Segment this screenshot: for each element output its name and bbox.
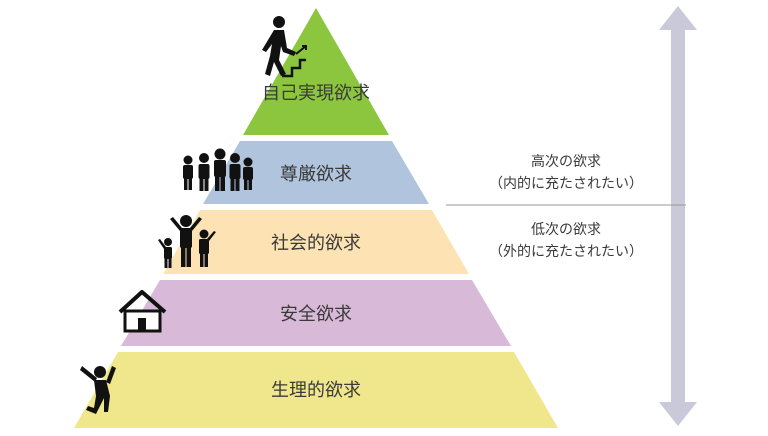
family-icon [158, 215, 216, 268]
higher-needs-title: 高次の欲求 [531, 154, 601, 170]
tier-label-physiological: 生理的欲求 [271, 380, 361, 401]
tier-label-self-actualization: 自己実現欲求 [262, 83, 370, 104]
tier-safety [121, 280, 511, 346]
higher-needs-note: 高次の欲求 （内的に充たされたい） [489, 151, 643, 195]
tier-self-actualization [243, 8, 389, 135]
double-arrow-icon [659, 6, 697, 426]
tier-esteem [203, 141, 429, 204]
lower-needs-title: 低次の欲求 [531, 222, 601, 238]
tier-social [163, 210, 469, 274]
tier-label-safety: 安全欲求 [280, 304, 352, 325]
jumping-person-icon [80, 366, 116, 414]
tier-label-esteem: 尊厳欲求 [280, 164, 352, 185]
crowd-icon [183, 148, 253, 191]
lower-needs-note: 低次の欲求 （外的に充たされたい） [489, 219, 643, 263]
house-icon [118, 290, 167, 333]
higher-needs-subtitle: （内的に充たされたい） [489, 176, 643, 192]
climbing-person-icon [262, 16, 307, 78]
tier-physiological [74, 352, 558, 428]
tier-label-social: 社会的欲求 [271, 233, 361, 254]
lower-needs-subtitle: （外的に充たされたい） [489, 244, 643, 260]
